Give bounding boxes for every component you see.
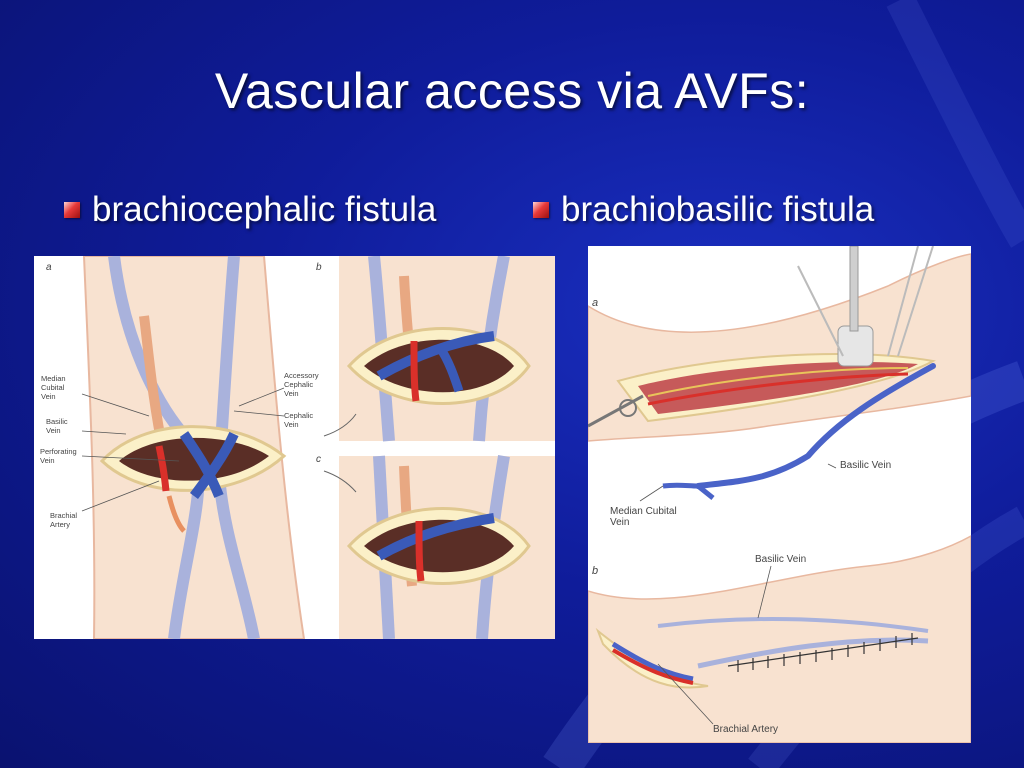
panel-label-a: a	[46, 262, 52, 273]
bullet-item-brachiocephalic: brachiocephalic fistula	[64, 190, 436, 230]
figure-brachiobasilic-fistula: a b Basilic Vein Median Cubital Vein Bas…	[588, 246, 971, 743]
red-square-bullet-icon	[533, 202, 549, 218]
panel-label-b: b	[316, 262, 322, 273]
label-median-cubital-vein: Median Cubital Vein	[610, 506, 680, 528]
label-brachial-artery: Brachial Artery	[713, 724, 778, 735]
bullet-label: brachiobasilic fistula	[561, 190, 875, 229]
figure-brachiocephalic-fistula: a b c Median Cubital Vein Basilic Vein P…	[34, 256, 555, 639]
label-basilic-vein-a: Basilic Vein	[840, 460, 891, 471]
label-basilic-vein: Basilic Vein	[46, 417, 70, 435]
slide-title: Vascular access via AVFs:	[214, 63, 810, 119]
red-square-bullet-icon	[64, 202, 80, 218]
label-accessory-cephalic-vein: Accessory Cephalic Vein	[284, 371, 321, 398]
label-basilic-vein-b: Basilic Vein	[755, 554, 806, 565]
bullet-item-brachiobasilic: brachiobasilic fistula	[533, 190, 874, 230]
label-brachial-artery: Brachial Artery	[50, 511, 79, 529]
label-cephalic-vein: Cephalic Vein	[284, 411, 315, 429]
label-perforating-vein: Perforating Vein	[40, 447, 79, 465]
bullet-label: brachiocephalic fistula	[92, 190, 437, 229]
panel-label-c: c	[316, 454, 321, 465]
panel-label-a: a	[592, 297, 598, 309]
label-median-cubital-vein: Median Cubital Vein	[41, 374, 68, 401]
panel-label-b: b	[592, 565, 598, 577]
